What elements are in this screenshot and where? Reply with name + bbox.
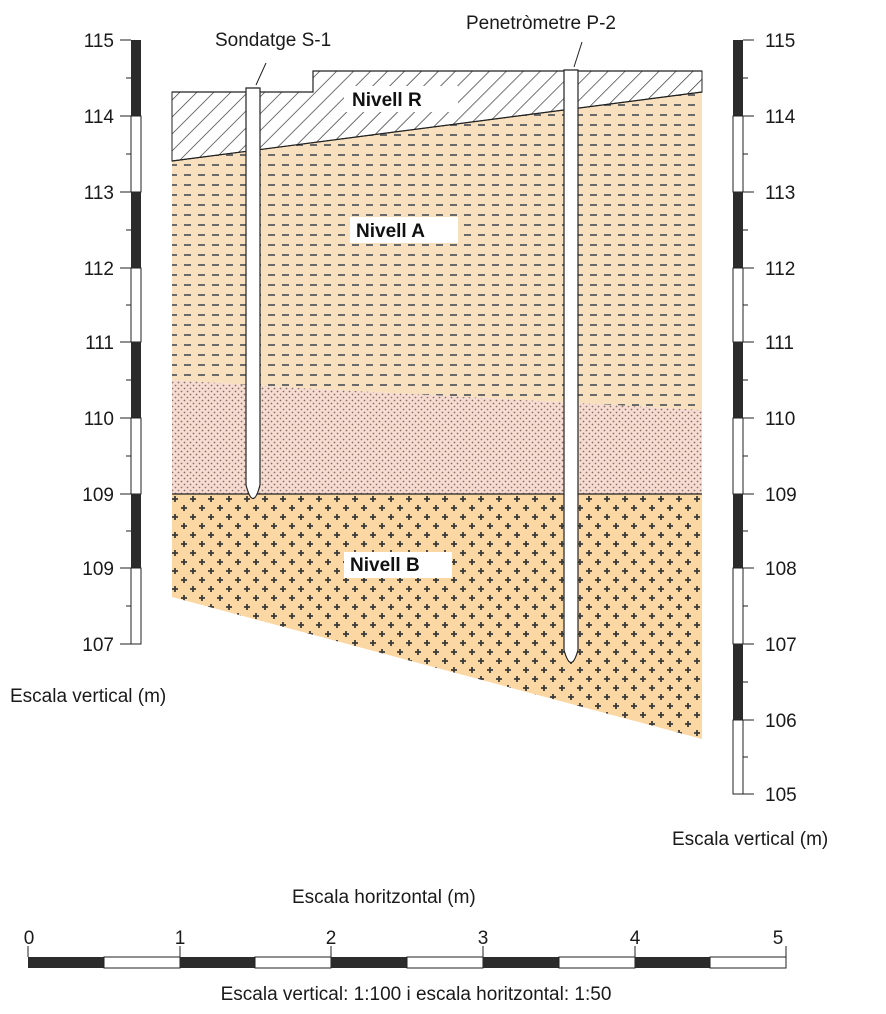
right-tick-label: 111 [765,333,794,354]
horizontal-tick-label: 3 [478,928,489,949]
level-b-label-bg [344,552,452,578]
level-a-label: Nivell A [356,221,425,242]
right-tick-label: 115 [765,31,795,52]
left-tick-label: 111 [85,333,114,354]
right-tick-label: 109 [765,485,797,506]
horizontal-tick-label: 1 [175,928,186,949]
level-b-label: Nivell B [350,555,420,576]
right-tick-label: 108 [765,559,797,580]
borehole-p2-label: Penetròmetre P-2 [466,13,616,34]
horizontal-tick-label: 0 [24,928,35,949]
right-tick-label: 106 [765,711,797,732]
right-tick-label: 110 [765,409,795,430]
borehole-s1 [245,87,261,500]
left-vertical-scale [120,39,142,645]
right-scale-label: Escala vertical (m) [672,829,828,850]
left-scale-label: Escala vertical (m) [10,686,166,707]
horizontal-tick-label: 4 [630,928,641,949]
horizontal-scale-title: Escala horitzontal (m) [292,887,476,908]
left-tick-label: 112 [84,259,114,280]
s1-leader [255,62,267,86]
right-tick-label: 107 [765,635,797,656]
left-tick-label: 107 [82,635,114,656]
horizontal-scale-bar [27,946,787,969]
level-r-label: Nivell R [352,90,422,111]
left-tick-label: 109 [82,559,114,580]
left-tick-label: 115 [84,31,114,52]
level-r-label-bg [344,86,458,112]
left-tick-label: 110 [84,409,114,430]
left-tick-label: 114 [84,107,115,128]
right-tick-label: 105 [765,785,797,806]
right-vertical-scale [732,39,754,795]
borehole-s1-label: Sondatge S-1 [215,30,331,51]
right-tick-label: 112 [765,259,795,280]
left-tick-label: 109 [82,485,114,506]
horizontal-tick-label: 2 [326,928,337,949]
left-tick-label: 113 [84,183,114,204]
layer-b [172,494,702,739]
p2-leader [573,41,583,68]
horizontal-tick-label: 5 [773,928,784,949]
right-tick-label: 114 [765,107,796,128]
right-tick-label: 113 [765,183,795,204]
level-a-label-bg [350,217,458,243]
scale-footer: Escala vertical: 1:100 i escala horitzon… [221,984,612,1005]
borehole-p2 [563,69,579,664]
